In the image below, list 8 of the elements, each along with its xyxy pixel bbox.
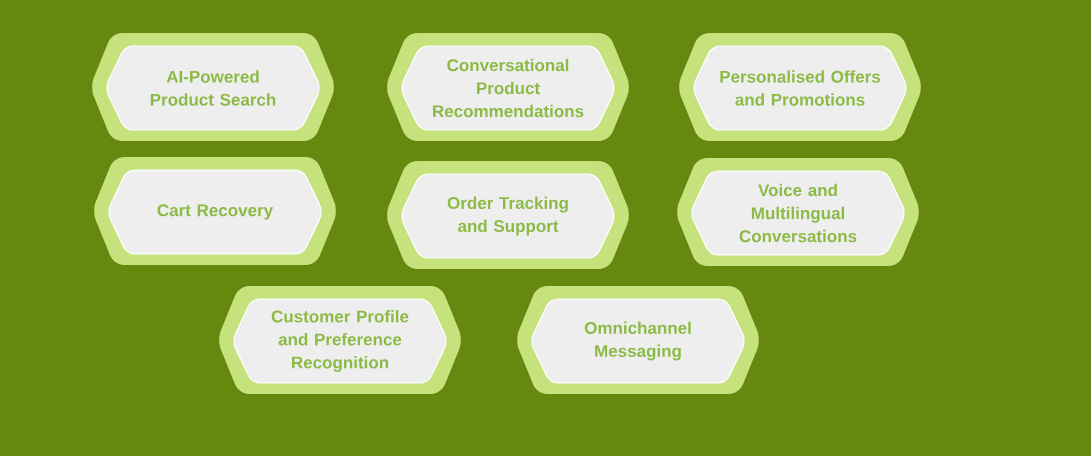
hexagon-box: Order Tracking and Support [387, 161, 629, 269]
hexagon-box: Cart Recovery [94, 157, 336, 265]
hexagon-box: Omnichannel Messaging [517, 286, 759, 394]
hexagon-box: AI-Powered Product Search [92, 33, 334, 141]
hexagon-box: Personalised Offers and Promotions [679, 33, 921, 141]
hexagon-box: Conversational Product Recommendations [387, 33, 629, 141]
hexagon-box: Customer Profile and Preference Recognition [219, 286, 461, 394]
hexagon-box: Voice and Multilingual Conversations [677, 158, 919, 266]
